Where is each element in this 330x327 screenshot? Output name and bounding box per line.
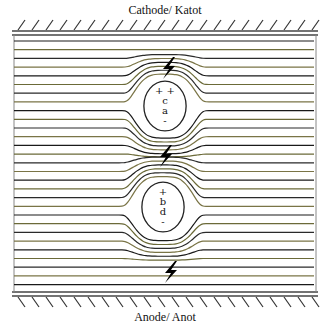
frame-line: [14, 35, 15, 292]
hatch-line: [284, 20, 291, 30]
plate-line: [12, 291, 318, 292]
hatch-line: [298, 297, 305, 307]
hatch-line: [256, 297, 263, 307]
field-line: [14, 40, 314, 41]
anode-hatching: [18, 297, 319, 307]
hatch-line: [284, 297, 291, 307]
particle-circle: +bd-: [141, 181, 185, 233]
hatch-line: [172, 20, 179, 30]
particle-label: + +: [154, 86, 176, 96]
particle-label: -: [160, 217, 165, 227]
hatch-line: [298, 20, 305, 30]
hatch-line: [200, 297, 207, 307]
field-line: [14, 241, 314, 252]
frame-line: [316, 35, 317, 292]
hatch-line: [18, 297, 25, 307]
frame: [14, 35, 316, 292]
particle-label: a: [161, 106, 169, 116]
hatch-line: [312, 20, 319, 30]
lightning-bolt: [165, 261, 177, 283]
hatch-line: [60, 297, 67, 307]
hatch-line: [18, 20, 25, 30]
field-line: [14, 232, 314, 248]
plate-line: [12, 34, 318, 35]
hatch-line: [228, 297, 235, 307]
hatch-line: [130, 20, 137, 30]
field-lines: [14, 41, 314, 285]
hatch-line: [74, 297, 81, 307]
hatch-line: [60, 20, 67, 30]
hatch-line: [116, 20, 123, 30]
hatch-line: [270, 20, 277, 30]
plate-line: [12, 30, 318, 31]
cathode-hatching: [18, 20, 319, 30]
particle-label: c: [161, 96, 169, 106]
hatch-line: [186, 20, 193, 30]
hatch-line: [242, 20, 249, 30]
field-line: [14, 55, 314, 59]
hatch-line: [88, 20, 95, 30]
particle-label: +: [158, 187, 168, 197]
hatch-line: [186, 297, 193, 307]
electrode-label: Cathode/ Katot: [127, 3, 204, 18]
hatch-line: [102, 20, 109, 30]
hatch-line: [32, 20, 39, 30]
field-line: [14, 275, 314, 276]
field-line: [14, 177, 314, 207]
particle-circle: + +ca-: [143, 80, 187, 132]
field-line: [14, 250, 314, 256]
hatch-line: [214, 297, 221, 307]
field-line: [14, 137, 314, 150]
hatch-line: [172, 297, 179, 307]
hatch-line: [102, 297, 109, 307]
hatch-line: [46, 297, 53, 307]
hatch-line: [200, 20, 207, 30]
field-line: [14, 267, 314, 268]
particle-label: d: [159, 207, 167, 217]
plate-line: [12, 295, 318, 296]
electrode-label: Anode/ Anot: [132, 310, 198, 325]
particle-ellipse: [144, 81, 186, 131]
particle-label: -: [162, 116, 167, 126]
hatch-line: [32, 297, 39, 307]
hatch-line: [144, 20, 151, 30]
lightning-bolt: [163, 57, 175, 79]
field-line: [14, 284, 314, 285]
hatch-line: [312, 297, 319, 307]
particle-label: b: [159, 197, 167, 207]
particle-ellipse: [142, 182, 184, 232]
hatch-line: [74, 20, 81, 30]
electrode-plates: [12, 31, 318, 296]
hatch-line: [144, 297, 151, 307]
hatch-line: [158, 20, 165, 30]
hatch-line: [228, 20, 235, 30]
field-line: [14, 49, 314, 50]
hatch-line: [270, 297, 277, 307]
lightning-bolt: [160, 145, 172, 167]
hatch-line: [116, 297, 123, 307]
field-line: [14, 259, 314, 261]
hatch-line: [130, 297, 137, 307]
hatch-line: [214, 20, 221, 30]
hatch-line: [46, 20, 53, 30]
hatch-line: [242, 297, 249, 307]
hatch-line: [256, 20, 263, 30]
hatch-line: [88, 297, 95, 307]
hatch-line: [158, 297, 165, 307]
